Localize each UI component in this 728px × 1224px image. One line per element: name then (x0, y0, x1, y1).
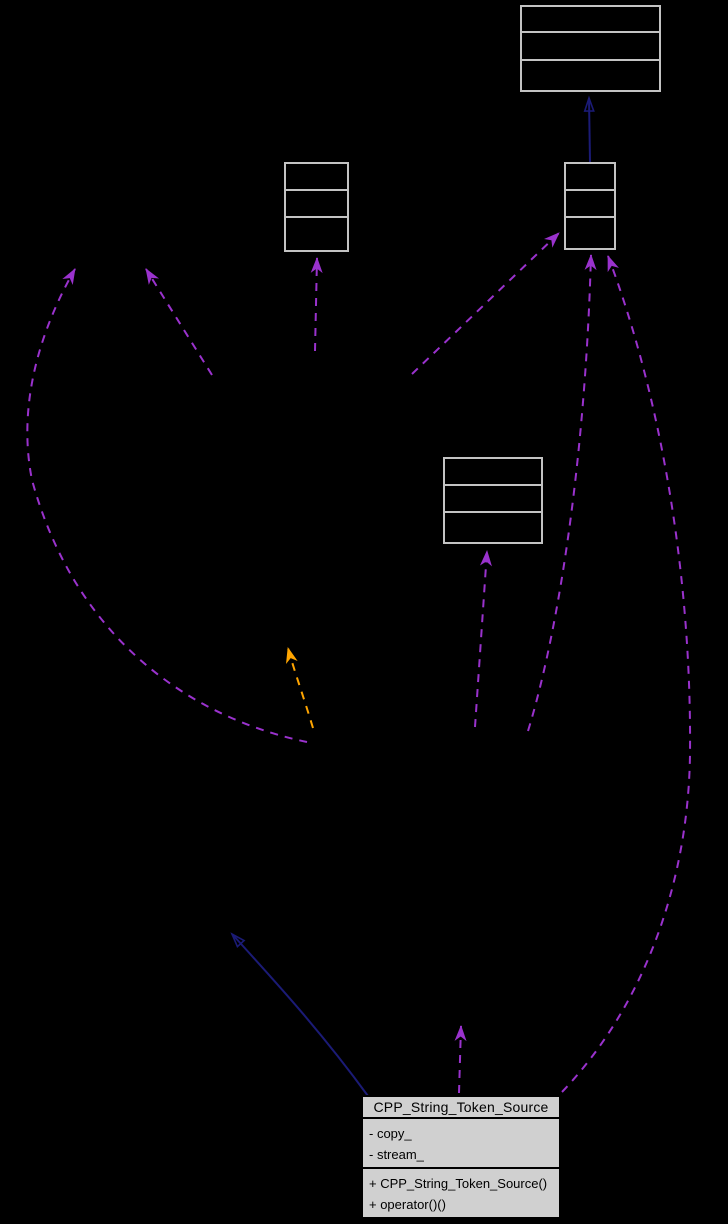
edge-inheritance-upper-right (583, 95, 595, 163)
attribute: - stream_ (369, 1147, 424, 1162)
class-compartment (286, 164, 347, 191)
class-compartment (445, 486, 541, 513)
class-compartment (522, 7, 659, 33)
edge-usage-to-upper-right-box-bottom-2 (561, 255, 692, 1093)
class-compartment (522, 61, 659, 90)
edge-template-relation (286, 647, 314, 729)
edge-usage-upper-left (145, 268, 213, 376)
class-methods: + CPP_String_Token_Source() + operator()… (363, 1169, 559, 1217)
attribute: - copy_ (369, 1126, 412, 1141)
method: + operator()() (369, 1197, 446, 1212)
class-compartment (566, 164, 614, 191)
class-compartment (522, 33, 659, 61)
edge-usage-to-upper-right-box-bottom-1 (527, 254, 597, 732)
class-box-cpp-string-token-source[interactable]: CPP_String_Token_Source - copy_ - stream… (361, 1095, 561, 1219)
class-compartment (445, 513, 541, 542)
class-compartment (286, 218, 347, 250)
method: + CPP_String_Token_Source() (369, 1176, 548, 1191)
class-box-top-right[interactable] (520, 5, 661, 92)
class-box-upper-right[interactable] (564, 162, 616, 250)
class-compartment (566, 191, 614, 218)
class-box-upper-middle[interactable] (284, 162, 349, 252)
class-title: CPP_String_Token_Source (363, 1097, 559, 1119)
edge-usage-to-middle-box (474, 550, 492, 728)
class-compartment (286, 191, 347, 218)
class-compartment (445, 459, 541, 486)
class-box-middle[interactable] (443, 457, 543, 544)
edge-usage-left-curve (26, 268, 308, 743)
class-attributes: - copy_ - stream_ (363, 1119, 559, 1169)
edge-usage-from-focus-top (454, 1025, 467, 1094)
edge-usage-to-upper-middle-box (310, 257, 323, 352)
edge-inheritance-from-focus (230, 932, 369, 1097)
edge-usage-to-upper-right-box-side (411, 232, 560, 375)
class-compartment (566, 218, 614, 248)
